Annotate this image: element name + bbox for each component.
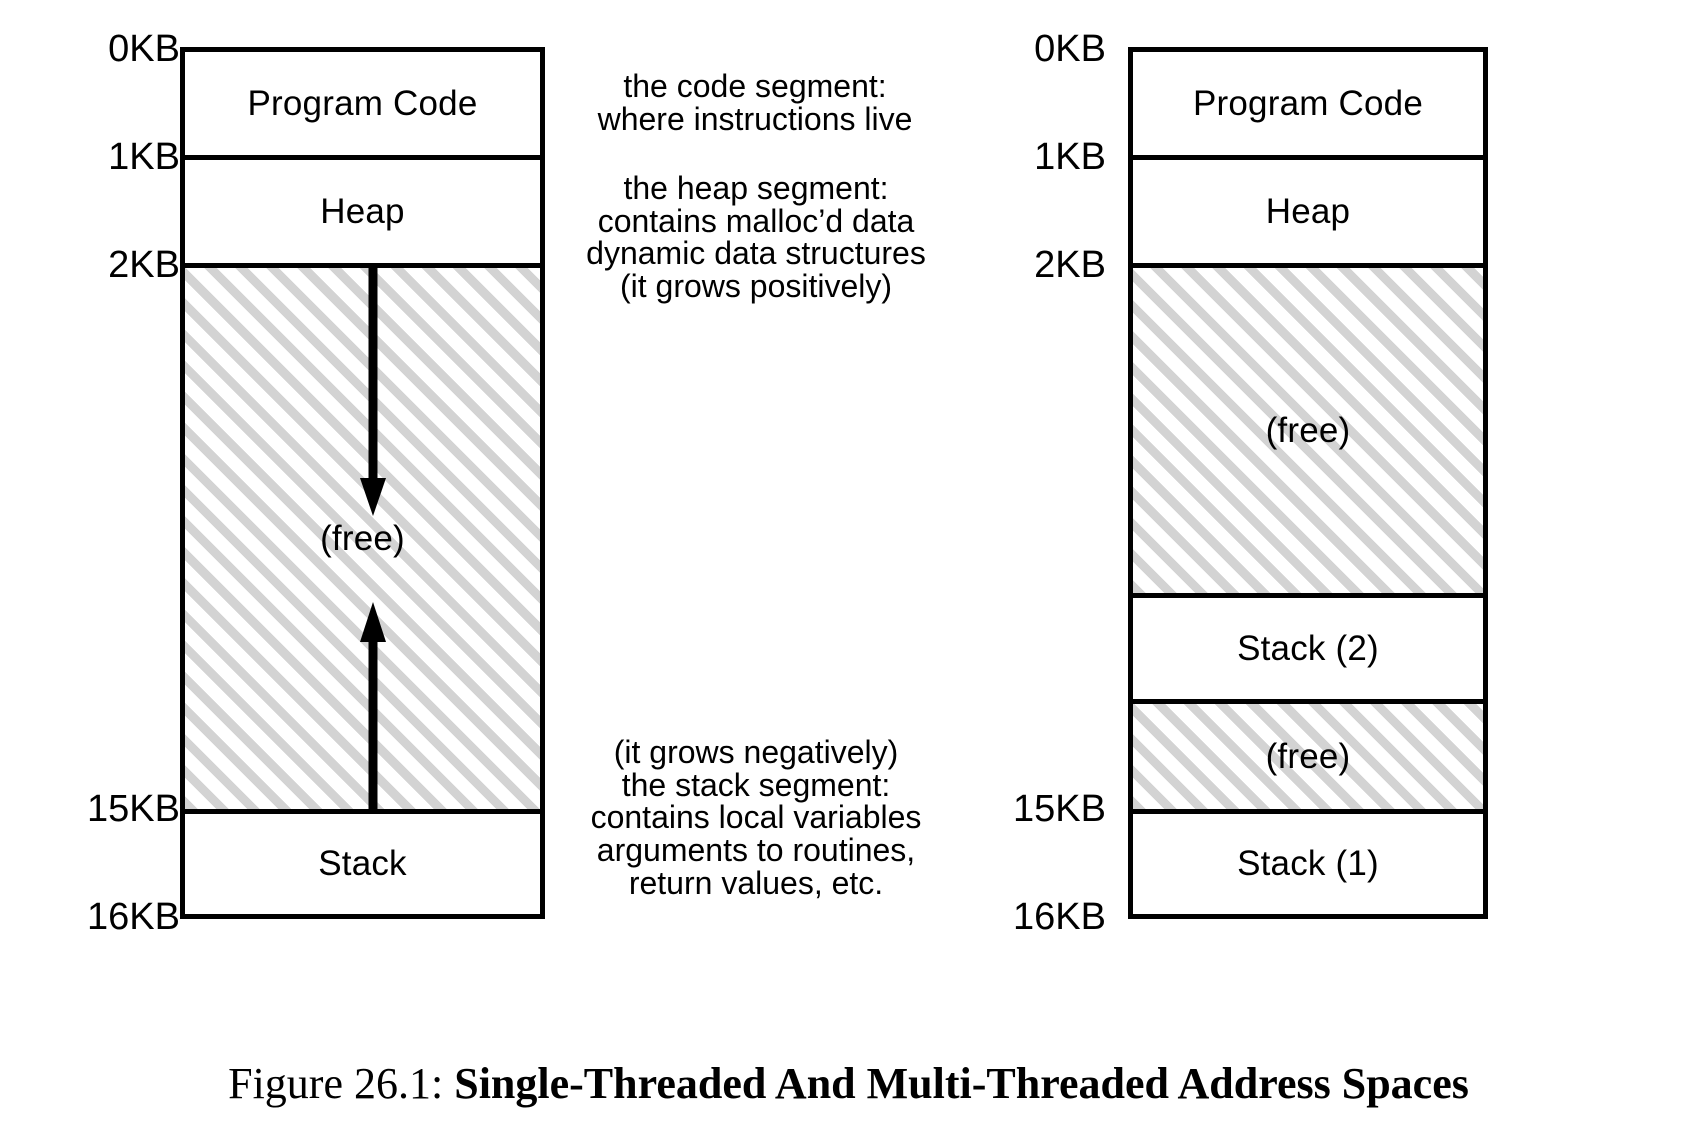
segment-label: (free) [320,518,405,558]
annotation-line: (it grows negatively) [613,734,899,770]
annotation-line: where instructions live [597,100,913,137]
annotation-line: arguments to routines, [596,831,916,868]
segment-label: Program Code [1192,83,1423,123]
segment-stack-left: Stack [185,814,540,914]
segment-label: Heap [320,191,405,231]
segment-heap-left: Heap [185,160,540,268]
annotation-line: contains malloc’d data [597,202,915,239]
segment-program-code-left: Program Code [185,52,540,160]
axis-label-right-15kb: 15KB [1013,788,1106,830]
segment-free-left: (free) [185,268,540,814]
segment-label: Stack (1) [1237,844,1379,883]
annotation-line: the heap segment: [623,170,889,206]
heap-growth-arrow [358,268,388,518]
axis-label-right-2kb: 2KB [1034,244,1106,286]
axis-label-left-2kb: 2KB [108,244,180,286]
figure-title: Single-Threaded And Multi-Threaded Addre… [454,1059,1469,1108]
segment-label: Program Code [247,83,478,123]
segment-label: (free) [1265,410,1351,450]
annotation-line: the code segment: [623,68,887,104]
segment-free-lower-right: (free) [1133,704,1483,814]
axis-label-left-0kb: 0KB [108,28,180,70]
segment-stack-2-right: Stack (2) [1133,598,1483,704]
segment-free-upper-right: (free) [1133,268,1483,598]
stack-growth-arrow [358,602,388,814]
segment-label: (free) [1265,736,1351,776]
annotation-line: contains local variables [590,799,922,836]
annotation-line: return values, etc. [628,864,884,901]
segment-stack-1-right: Stack (1) [1133,814,1483,914]
axis-label-right-0kb: 0KB [1034,28,1106,70]
annotation-stack-segment: (it grows negatively) the stack segment:… [551,736,961,899]
annotation-line: (it grows positively) [619,267,893,304]
axis-label-right-1kb: 1KB [1034,136,1106,178]
multi-threaded-address-space: Program Code Heap (free) Stack (2) (free… [1128,47,1488,919]
axis-label-left-15kb: 15KB [87,788,180,830]
segment-label: Heap [1265,191,1351,231]
figure-caption: Figure 26.1: Single-Threaded And Multi-T… [0,1058,1697,1109]
segment-program-code-right: Program Code [1133,52,1483,160]
axis-label-left-16kb: 16KB [87,896,180,938]
segment-heap-right: Heap [1133,160,1483,268]
figure-number: Figure 26.1: [228,1059,444,1108]
single-threaded-address-space: Program Code Heap (free) Stack [180,47,545,919]
annotation-code-segment: the code segment: where instructions liv… [555,70,955,135]
axis-label-right-16kb: 16KB [1013,896,1106,938]
annotation-line: the stack segment: [621,766,891,803]
annotation-heap-segment: the heap segment: contains malloc’d data… [551,172,961,303]
axis-label-left-1kb: 1KB [108,136,180,178]
segment-label: Stack [318,844,407,883]
annotation-line: dynamic data structures [586,235,926,272]
segment-label: Stack (2) [1237,628,1379,668]
